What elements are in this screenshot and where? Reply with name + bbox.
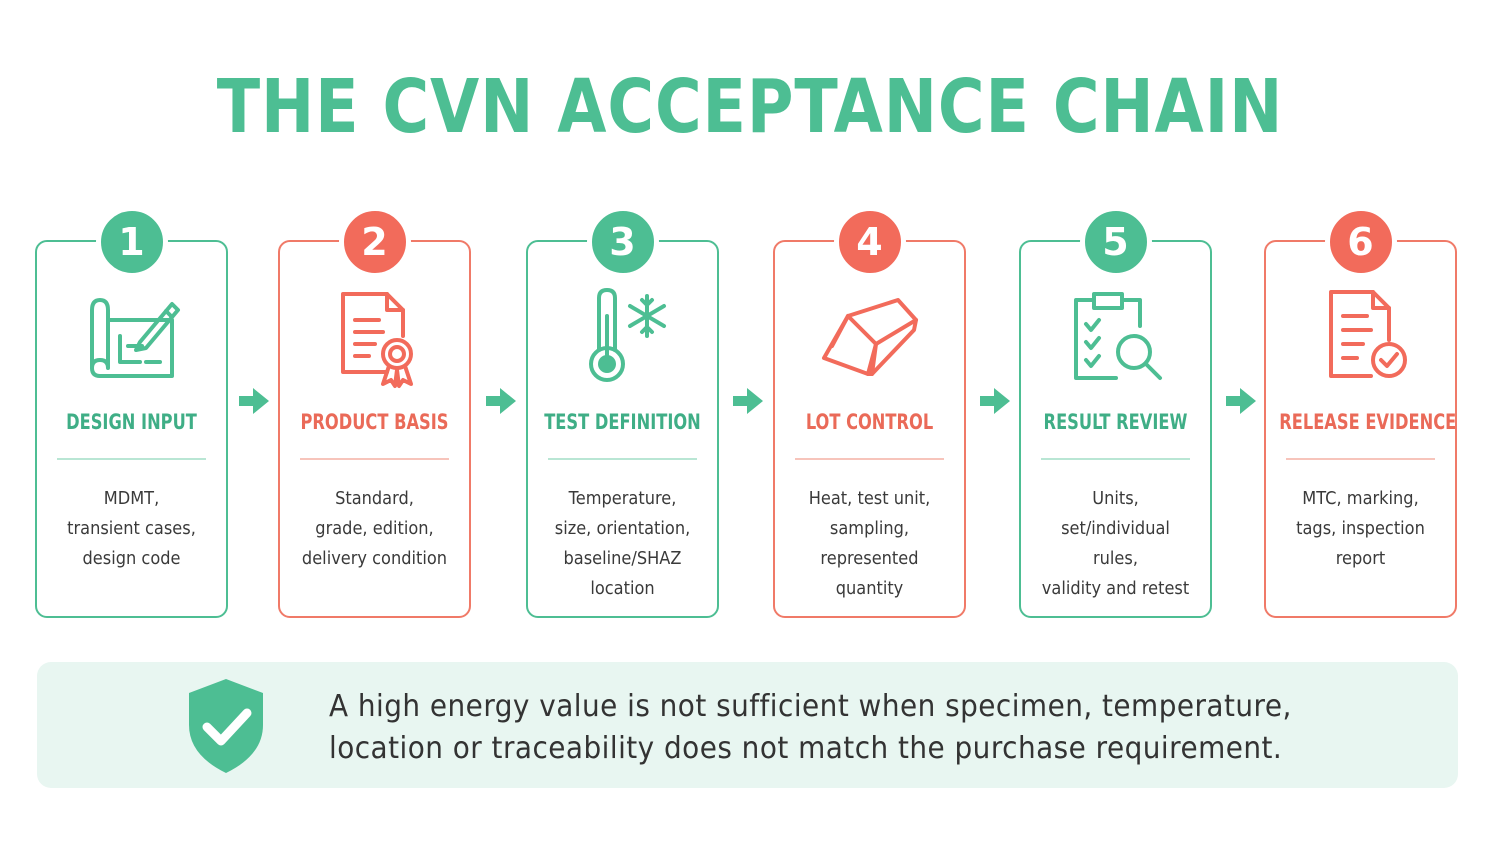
step-number-badge: 1	[95, 206, 168, 278]
note-text: A high energy value is not sufficient wh…	[329, 689, 1292, 766]
step-title: TEST DEFINITION	[544, 410, 701, 434]
step-number-badge: 5	[1079, 206, 1152, 278]
step-card-lot-control: 4 LOT CONTROL Heat, test unit, sampling,…	[773, 206, 966, 618]
divider	[300, 458, 449, 460]
step-title: RELEASE EVIDENCE	[1279, 410, 1457, 434]
step-card-release-evidence: 6 RELEASE EVIDENCE MTC, marking, tags, i…	[1264, 206, 1457, 618]
step-description: Units, set/individual rules, validity an…	[1041, 488, 1190, 599]
step-number-badge: 3	[586, 206, 659, 278]
arrow-right-icon	[239, 388, 269, 414]
step-title: DESIGN INPUT	[66, 410, 197, 434]
divider	[1041, 458, 1190, 460]
arrow-right-icon	[733, 388, 763, 414]
divider	[1286, 458, 1435, 460]
certificate-document-icon	[340, 292, 413, 388]
step-card-test-definition: 3 TEST DEFINITION Temperature, size, ori…	[526, 206, 719, 618]
arrow-right-icon	[486, 388, 516, 414]
divider	[57, 458, 206, 460]
metal-ingot-icon	[821, 298, 918, 376]
step-description: Standard, grade, edition, delivery condi…	[301, 488, 448, 569]
step-card-design-input: 1 DESIGN INPUT MDMT, transient cases, de…	[35, 206, 228, 618]
step-description: Heat, test unit, sampling, represented q…	[808, 488, 931, 599]
divider	[548, 458, 697, 460]
page-title: THE CVN ACCEPTANCE CHAIN	[216, 64, 1284, 150]
clipboard-magnifier-icon	[1073, 292, 1162, 380]
step-card-result-review: 5 RESULT REVIEW Units, set/individual ru…	[1019, 206, 1212, 618]
key-note-panel: A high energy value is not sufficient wh…	[37, 662, 1458, 788]
thermometer-snowflake-icon	[588, 288, 666, 382]
step-title: LOT CONTROL	[805, 410, 934, 434]
step-title: PRODUCT BASIS	[300, 410, 449, 434]
step-number-badge: 2	[338, 206, 411, 278]
divider	[795, 458, 944, 460]
shield-check-icon	[189, 679, 263, 773]
document-check-icon	[1328, 290, 1407, 378]
blueprint-pencil-icon	[89, 298, 180, 378]
step-number-badge: 4	[833, 206, 906, 278]
step-number-badge: 6	[1324, 206, 1397, 278]
step-description: MDMT, transient cases, design code	[67, 488, 196, 569]
arrow-right-icon	[1226, 388, 1256, 414]
arrow-right-icon	[980, 388, 1010, 414]
step-card-product-basis: 2 PRODUCT BASIS Standard, grade, edition…	[278, 206, 471, 618]
step-description: MTC, marking, tags, inspection report	[1296, 488, 1425, 569]
step-description: Temperature, size, orientation, baseline…	[554, 488, 691, 599]
step-title: RESULT REVIEW	[1043, 410, 1188, 434]
